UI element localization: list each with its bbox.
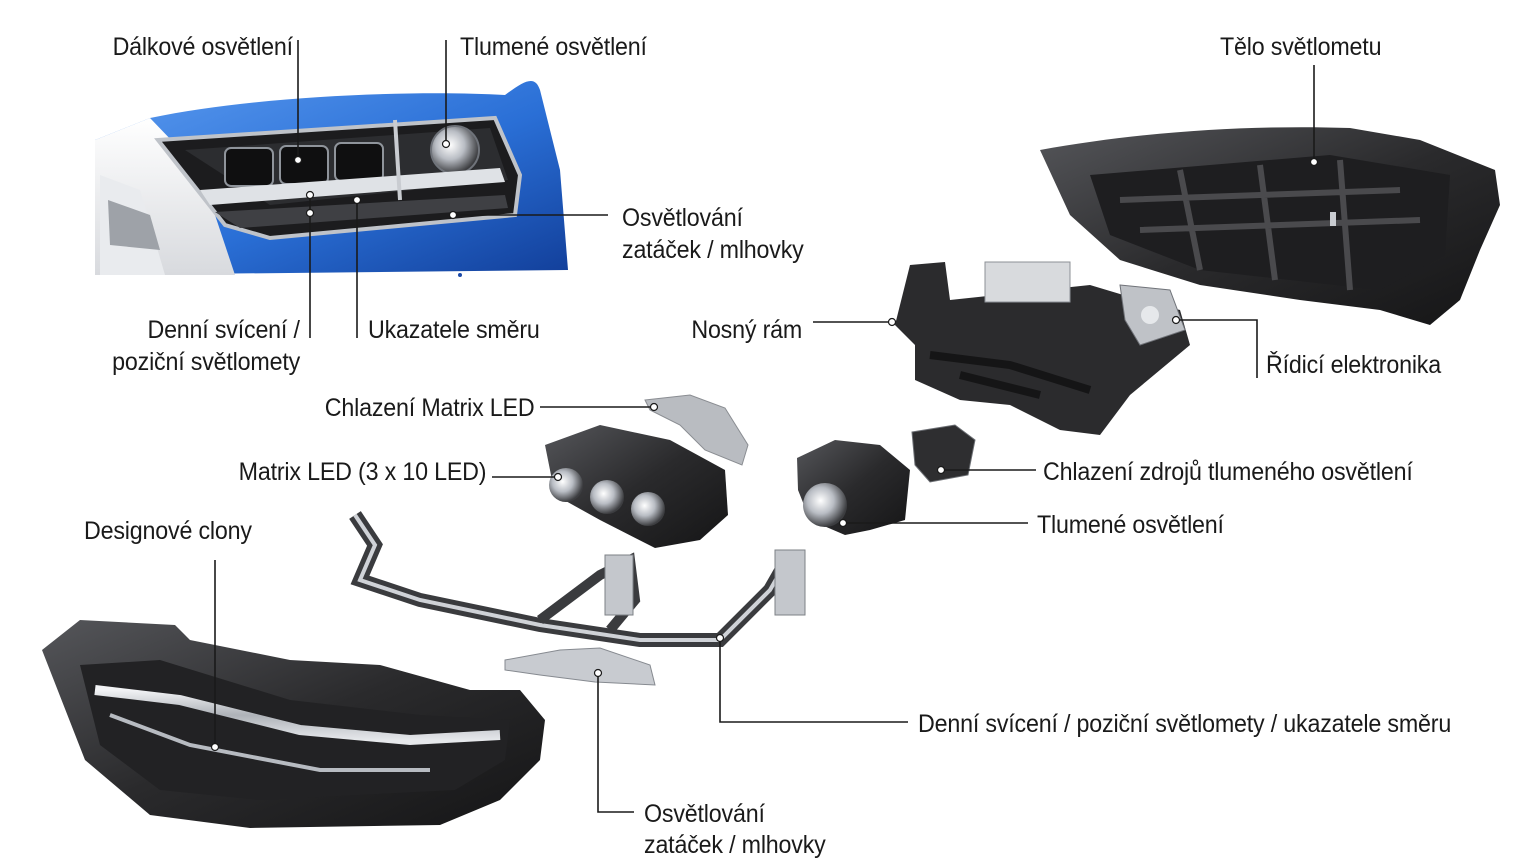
lowbeam-cooling-part: [911, 424, 976, 483]
label-indicators: Ukazatele směru: [368, 316, 540, 344]
cornering-fog-part: [504, 647, 656, 686]
label-housing: Tělo světlometu: [1220, 33, 1382, 61]
label-support-frame: Nosný rám: [691, 316, 802, 344]
matrix-cooling-part: [644, 394, 749, 466]
label-control-electronics: Řídicí elektronika: [1266, 351, 1441, 379]
label-matrix-cooling: Chlazení Matrix LED: [324, 394, 534, 422]
matrix-led-module: [545, 425, 728, 548]
car-headlight-photo: [95, 60, 570, 280]
drl-light-guide: [349, 511, 806, 647]
label-high-beam: Dálkové osvětlení: [112, 33, 294, 61]
label-drl-combined: Denní svícení / poziční světlomety / uka…: [918, 710, 1452, 738]
headlight-housing: [1040, 127, 1500, 325]
label-low-beam-top: Tlumené osvětlení: [460, 33, 647, 61]
design-bezel-frame: [42, 620, 545, 828]
label-cornering-bottom-line1: Osvětlování: [644, 800, 765, 828]
label-cornering-top-line1: Osvětlování: [622, 204, 743, 232]
support-frame-assembly: [895, 261, 1190, 435]
label-cornering-top-line2: zatáček / mlhovky: [622, 236, 804, 264]
leader-dots: [210, 139, 1319, 752]
label-matrix-led: Matrix LED (3 x 10 LED): [238, 458, 486, 486]
label-low-beam-module: Tlumené osvětlení: [1037, 511, 1224, 539]
label-cornering-bottom-line2: zatáček / mlhovky: [644, 831, 826, 859]
label-design-bezels: Designové clony: [84, 517, 252, 545]
label-drl-line2: poziční světlomety: [112, 348, 300, 376]
leader-lines: [214, 40, 1315, 813]
label-lowbeam-cooling: Chlazení zdrojů tlumeného osvětlení: [1043, 458, 1413, 486]
lowbeam-module: [797, 440, 910, 535]
label-drl-line1: Denní svícení /: [147, 316, 300, 344]
